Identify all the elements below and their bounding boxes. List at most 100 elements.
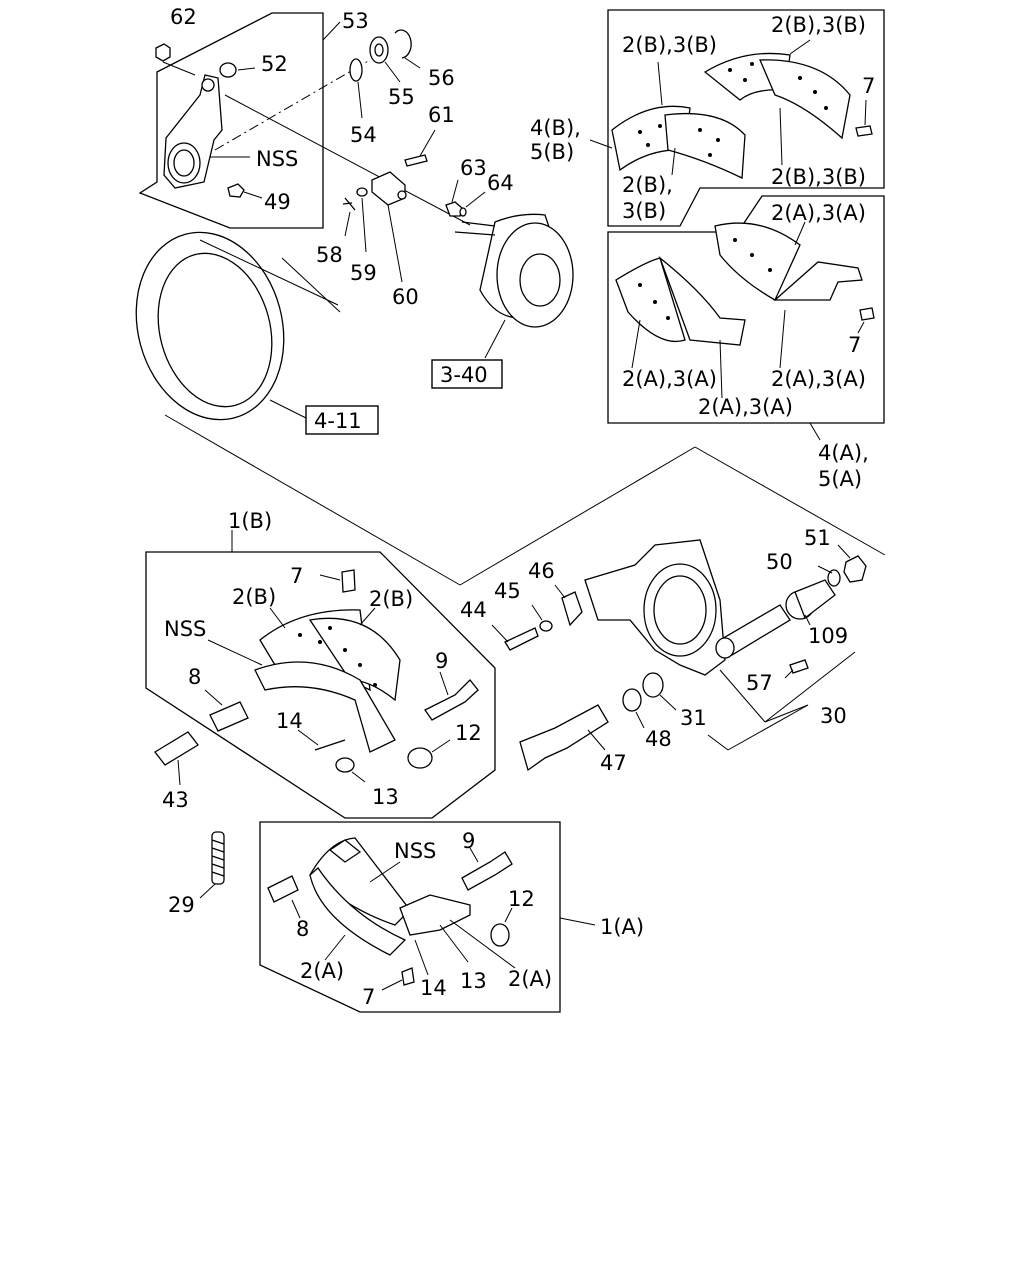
leader-61 xyxy=(419,129,436,157)
leader-a-bm xyxy=(719,339,723,399)
brk-30-e xyxy=(727,704,809,751)
leader-63 xyxy=(451,179,459,203)
label-1a-12: 12 xyxy=(508,887,535,911)
label-64: 64 xyxy=(487,171,514,195)
label-56: 56 xyxy=(428,66,455,90)
spring-coils xyxy=(211,839,225,877)
washer-59 xyxy=(356,187,368,197)
leader-7a xyxy=(857,321,865,334)
leader-2bl xyxy=(269,607,286,629)
label-a-bl: 2(A),3(A) xyxy=(622,367,717,391)
pin-8-1b xyxy=(209,701,249,732)
pin-8-1a xyxy=(267,875,299,903)
lining-a-left xyxy=(615,257,686,343)
chamber-hub xyxy=(519,253,561,307)
leader-7-1b xyxy=(319,574,341,581)
shoe-1a-arm xyxy=(399,894,471,936)
leader-b-tr xyxy=(789,39,811,55)
leader-109 xyxy=(804,614,811,626)
clevis-hole xyxy=(397,190,407,200)
ring-54 xyxy=(349,58,363,82)
leader-53 xyxy=(322,21,341,41)
label-53: 53 xyxy=(342,9,369,33)
roller-12-1b xyxy=(407,747,433,769)
label-43: 43 xyxy=(162,788,189,812)
leader-13-1b xyxy=(351,771,366,783)
brk-30-a xyxy=(719,669,766,723)
bolt-7-1a xyxy=(401,967,415,986)
leader-43 xyxy=(177,759,181,786)
label-54: 54 xyxy=(350,123,377,147)
label-61: 61 xyxy=(428,103,455,127)
arm-hole xyxy=(201,78,215,92)
label-b-45: 4(B), xyxy=(530,116,581,140)
leader-b-tl xyxy=(657,61,663,106)
label-b-tr: 2(B),3(B) xyxy=(771,13,866,37)
bolt-7-a xyxy=(859,307,875,321)
label-1b-13: 13 xyxy=(372,785,399,809)
label-1b-nss: NSS xyxy=(164,617,206,641)
bushing-52 xyxy=(219,62,237,78)
bolt-9-1b xyxy=(424,679,479,721)
shoe-1b-group xyxy=(145,530,496,819)
leader-nss-1b xyxy=(207,639,263,666)
plate-line xyxy=(281,257,341,313)
leader-13-1a xyxy=(439,924,469,963)
snap-rings xyxy=(349,29,421,119)
axis-line xyxy=(214,59,371,151)
label-1b-9: 9 xyxy=(435,649,448,673)
label-1a: 1(A) xyxy=(600,915,644,939)
label-nss-top: NSS xyxy=(256,147,298,171)
lining-b-right2 xyxy=(759,59,851,140)
label-60: 60 xyxy=(392,285,419,309)
backing-plate-inner xyxy=(157,252,273,408)
label-1b-12: 12 xyxy=(455,721,482,745)
leader-8-1a xyxy=(291,899,301,919)
washer-64 xyxy=(459,207,467,217)
label-52: 52 xyxy=(261,52,288,76)
shoe-1b-web xyxy=(254,661,396,753)
shoes-a-group xyxy=(607,195,885,441)
label-1b-7: 7 xyxy=(290,564,303,588)
bolt-7-1b xyxy=(341,569,356,593)
label-29: 29 xyxy=(168,893,195,917)
shoes-b-frame xyxy=(607,9,885,227)
label-b-br: 2(B),3(B) xyxy=(771,165,866,189)
label-4-11: 4-11 xyxy=(314,409,362,433)
leader-2al-1a xyxy=(324,934,346,961)
leader-a-br xyxy=(779,309,786,369)
shoe-1a-frame xyxy=(259,821,561,1013)
pin-43-group xyxy=(154,731,199,786)
leader-12-1b xyxy=(431,739,451,753)
slack-adjuster-frame xyxy=(138,12,324,229)
pin-14-1b xyxy=(314,739,346,751)
leader-46 xyxy=(554,584,566,599)
shoe-1a-group xyxy=(259,821,596,1013)
label-b-55: 5(B) xyxy=(530,140,574,164)
leader-12-1a xyxy=(504,907,513,923)
label-1a-2ar: 2(A) xyxy=(508,967,552,991)
label-57: 57 xyxy=(746,671,773,695)
leader-48 xyxy=(635,711,645,729)
label-3-40: 3-40 xyxy=(440,363,488,387)
label-63: 63 xyxy=(460,156,487,180)
label-1b-8: 8 xyxy=(188,665,201,689)
leader-a-45 xyxy=(809,422,821,441)
label-58: 58 xyxy=(316,243,343,267)
diag-line-1 xyxy=(164,414,461,586)
label-45: 45 xyxy=(494,579,521,603)
shoe-1a-lining xyxy=(309,867,407,956)
spider-group xyxy=(491,539,867,772)
leader-62 xyxy=(162,61,196,76)
ring-56 xyxy=(394,29,412,59)
label-46: 46 xyxy=(528,559,555,583)
label-a-55: 5(A) xyxy=(818,467,862,491)
bolt-7-b xyxy=(855,125,873,137)
brk-30-d xyxy=(707,734,729,751)
brk-30-b xyxy=(764,651,856,723)
diag-line-3 xyxy=(694,446,886,556)
label-1a-8: 8 xyxy=(296,917,309,941)
leader-51 xyxy=(837,544,851,559)
fitting-51 xyxy=(843,555,867,583)
label-49: 49 xyxy=(264,190,291,214)
